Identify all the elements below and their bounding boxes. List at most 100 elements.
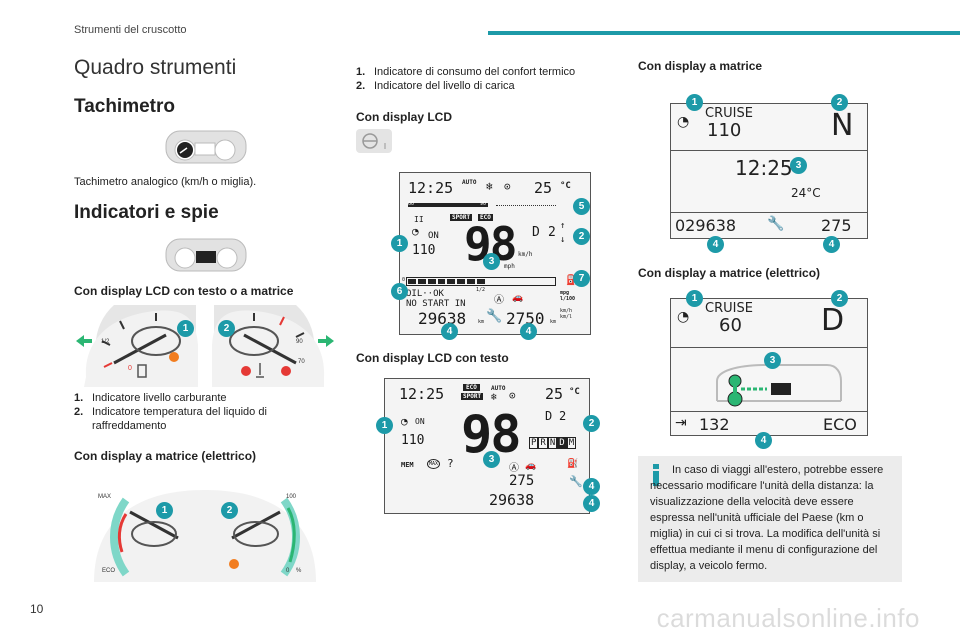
callout-badge-2: 2: [218, 320, 235, 337]
callout-badge-1: 1: [391, 235, 408, 252]
fan-icon: ❄: [486, 180, 493, 193]
lcd-gear-num: 2: [548, 225, 556, 240]
indicators-cluster-icon: [165, 238, 247, 272]
callout-badge-2: 2: [221, 502, 238, 519]
lcd-on-label: ON: [428, 231, 439, 241]
gear-r: R: [538, 437, 548, 449]
callout-badge-4: 4: [520, 323, 537, 340]
electric-gauges-figure: MAX ECO 100 0 %: [74, 482, 336, 582]
wrench-icon: 🔧: [767, 216, 785, 232]
divider: [671, 212, 867, 213]
callout-badge-5: 5: [573, 198, 590, 215]
matrix2-cruise-label: CRUISE: [705, 301, 753, 316]
gear-m: M: [566, 437, 577, 449]
watermark: carmanualsonline.info: [656, 603, 920, 633]
cruise-icon: ◔: [401, 415, 408, 428]
callout-badge-3: 3: [764, 352, 781, 369]
vehicle-energy-flow-diagram: [716, 364, 842, 407]
lcd2-on-label: ON: [415, 417, 425, 426]
gear-p: P: [529, 437, 539, 449]
matrix2-range: 132: [699, 415, 730, 434]
callout-badge-2: 2: [831, 94, 848, 111]
gauge2-pct-label: %: [296, 568, 302, 574]
cruise-icon: ◔: [412, 225, 419, 238]
lcd2-temp-unit: °C: [569, 387, 580, 397]
matrix1-gear: N: [831, 108, 854, 143]
heading-indicatori: Indicatori e spie: [74, 202, 219, 223]
gear-selector-strip: P R N D M: [529, 437, 577, 449]
divider: [671, 411, 867, 412]
heading-matrix: Con display a matrice: [638, 59, 763, 73]
cruise-icon: ◔: [677, 309, 690, 325]
matrix1-temp: 24°C: [791, 186, 821, 200]
info-note-box: In caso di viaggi all'estero, potrebbe e…: [638, 456, 902, 582]
list-item: 2.Indicatore temperatura del liquido di …: [74, 406, 267, 432]
cruise-icon: ◔: [677, 114, 690, 130]
car-range-icon: 🚗: [512, 293, 524, 303]
lcd-oil-status: OIL··OK: [406, 289, 444, 299]
lcd2-max: MAX: [427, 459, 441, 469]
lcd2-sport-badge: SPORT: [461, 393, 484, 400]
callout-badge-4: 4: [823, 236, 840, 253]
fuel-pump-icon: ⛽: [566, 275, 579, 286]
service-icon: Ⓐ: [509, 463, 519, 474]
matrix2-gear: D: [821, 303, 845, 338]
callout-badge-1: 1: [686, 94, 703, 111]
lcd-temp-bar: [408, 203, 488, 207]
fan-icon: ❄: [491, 392, 498, 403]
fuel-pump-icon: ⛽: [567, 459, 579, 469]
gauge2-max-label: MAX: [98, 494, 112, 500]
callout-badge-4: 4: [583, 478, 600, 495]
matrix2-mode: ECO: [823, 415, 857, 434]
gauge-legend-list: 1.Indicatore livello carburante 2.Indica…: [74, 391, 339, 433]
gauge1-zero-mark: 0: [128, 365, 132, 372]
gauge1-half-mark: 1/2: [101, 339, 110, 345]
list-item: 1.Indicatore livello carburante: [74, 392, 227, 404]
header-accent-bar: [488, 31, 960, 35]
heading-lcd: Con display LCD: [356, 110, 453, 124]
lcd-mpg: mpg: [560, 290, 570, 296]
info-note-text: In caso di viaggi all'estero, potrebbe e…: [650, 464, 884, 572]
lcd-temp: 25: [534, 179, 553, 197]
matrix1-range: 275: [821, 216, 852, 235]
lcd-fuel-zero: 0: [402, 277, 406, 283]
lcd-l100: l/100: [560, 296, 576, 302]
divider: [671, 347, 867, 348]
matrix2-cruise-speed: 60: [719, 315, 742, 336]
lcd2-trip: 275: [509, 473, 535, 489]
lcd-bar-60: 60: [408, 201, 415, 207]
callout-badge-2: 2: [831, 290, 848, 307]
callout-badge-3: 3: [483, 253, 500, 270]
heading-tachimetro: Tachimetro: [74, 96, 176, 117]
matrix-display-screen: ◔ CRUISE 110 N 12:25 24°C 029638 🔧 275: [670, 103, 868, 239]
charge-plug-icon: ⇥: [675, 415, 687, 431]
lcd2-eco-badge: ECO: [463, 384, 480, 391]
steering-wheel-icon: [356, 129, 392, 153]
callout-badge-6: 6: [391, 283, 408, 300]
wrench-icon: 🔧: [486, 309, 503, 324]
tachimetro-caption: Tachimetro analogico (km/h o miglia).: [74, 176, 257, 188]
callout-badge-1: 1: [156, 502, 173, 519]
lcd-no-start: NO START IN: [406, 299, 466, 309]
callout-badge-4: 4: [441, 323, 458, 340]
matrix1-odometer: 029638: [675, 216, 737, 235]
callout-badge-4: 4: [755, 432, 772, 449]
info-icon: [653, 464, 659, 486]
callout-badge-1: 1: [177, 320, 194, 337]
lcd-dotted-bar: [496, 205, 556, 206]
lcd-time: 12:25: [408, 179, 454, 197]
lcd-odometer-unit: km: [478, 319, 485, 325]
tachometer-cluster-icon: [165, 130, 247, 164]
callout-badge-3: 3: [790, 157, 807, 174]
divider: [671, 150, 867, 151]
running-header: Strumenti del cruscotto: [74, 24, 187, 36]
gauge2-0-label: 0: [286, 568, 290, 574]
lcd2-cruise-speed: 110: [401, 433, 425, 448]
lcd2-time: 12:25: [399, 385, 445, 403]
lcd-gear: D: [532, 225, 540, 240]
lcd-bar-90: 90: [480, 201, 487, 207]
lcd2-gear: D: [545, 409, 553, 423]
heading-matrix-electric-gauges: Con display a matrice (elettrico): [74, 449, 257, 463]
service-icon: Ⓐ: [494, 295, 504, 306]
lcd-cruise-speed: 110: [412, 243, 436, 258]
